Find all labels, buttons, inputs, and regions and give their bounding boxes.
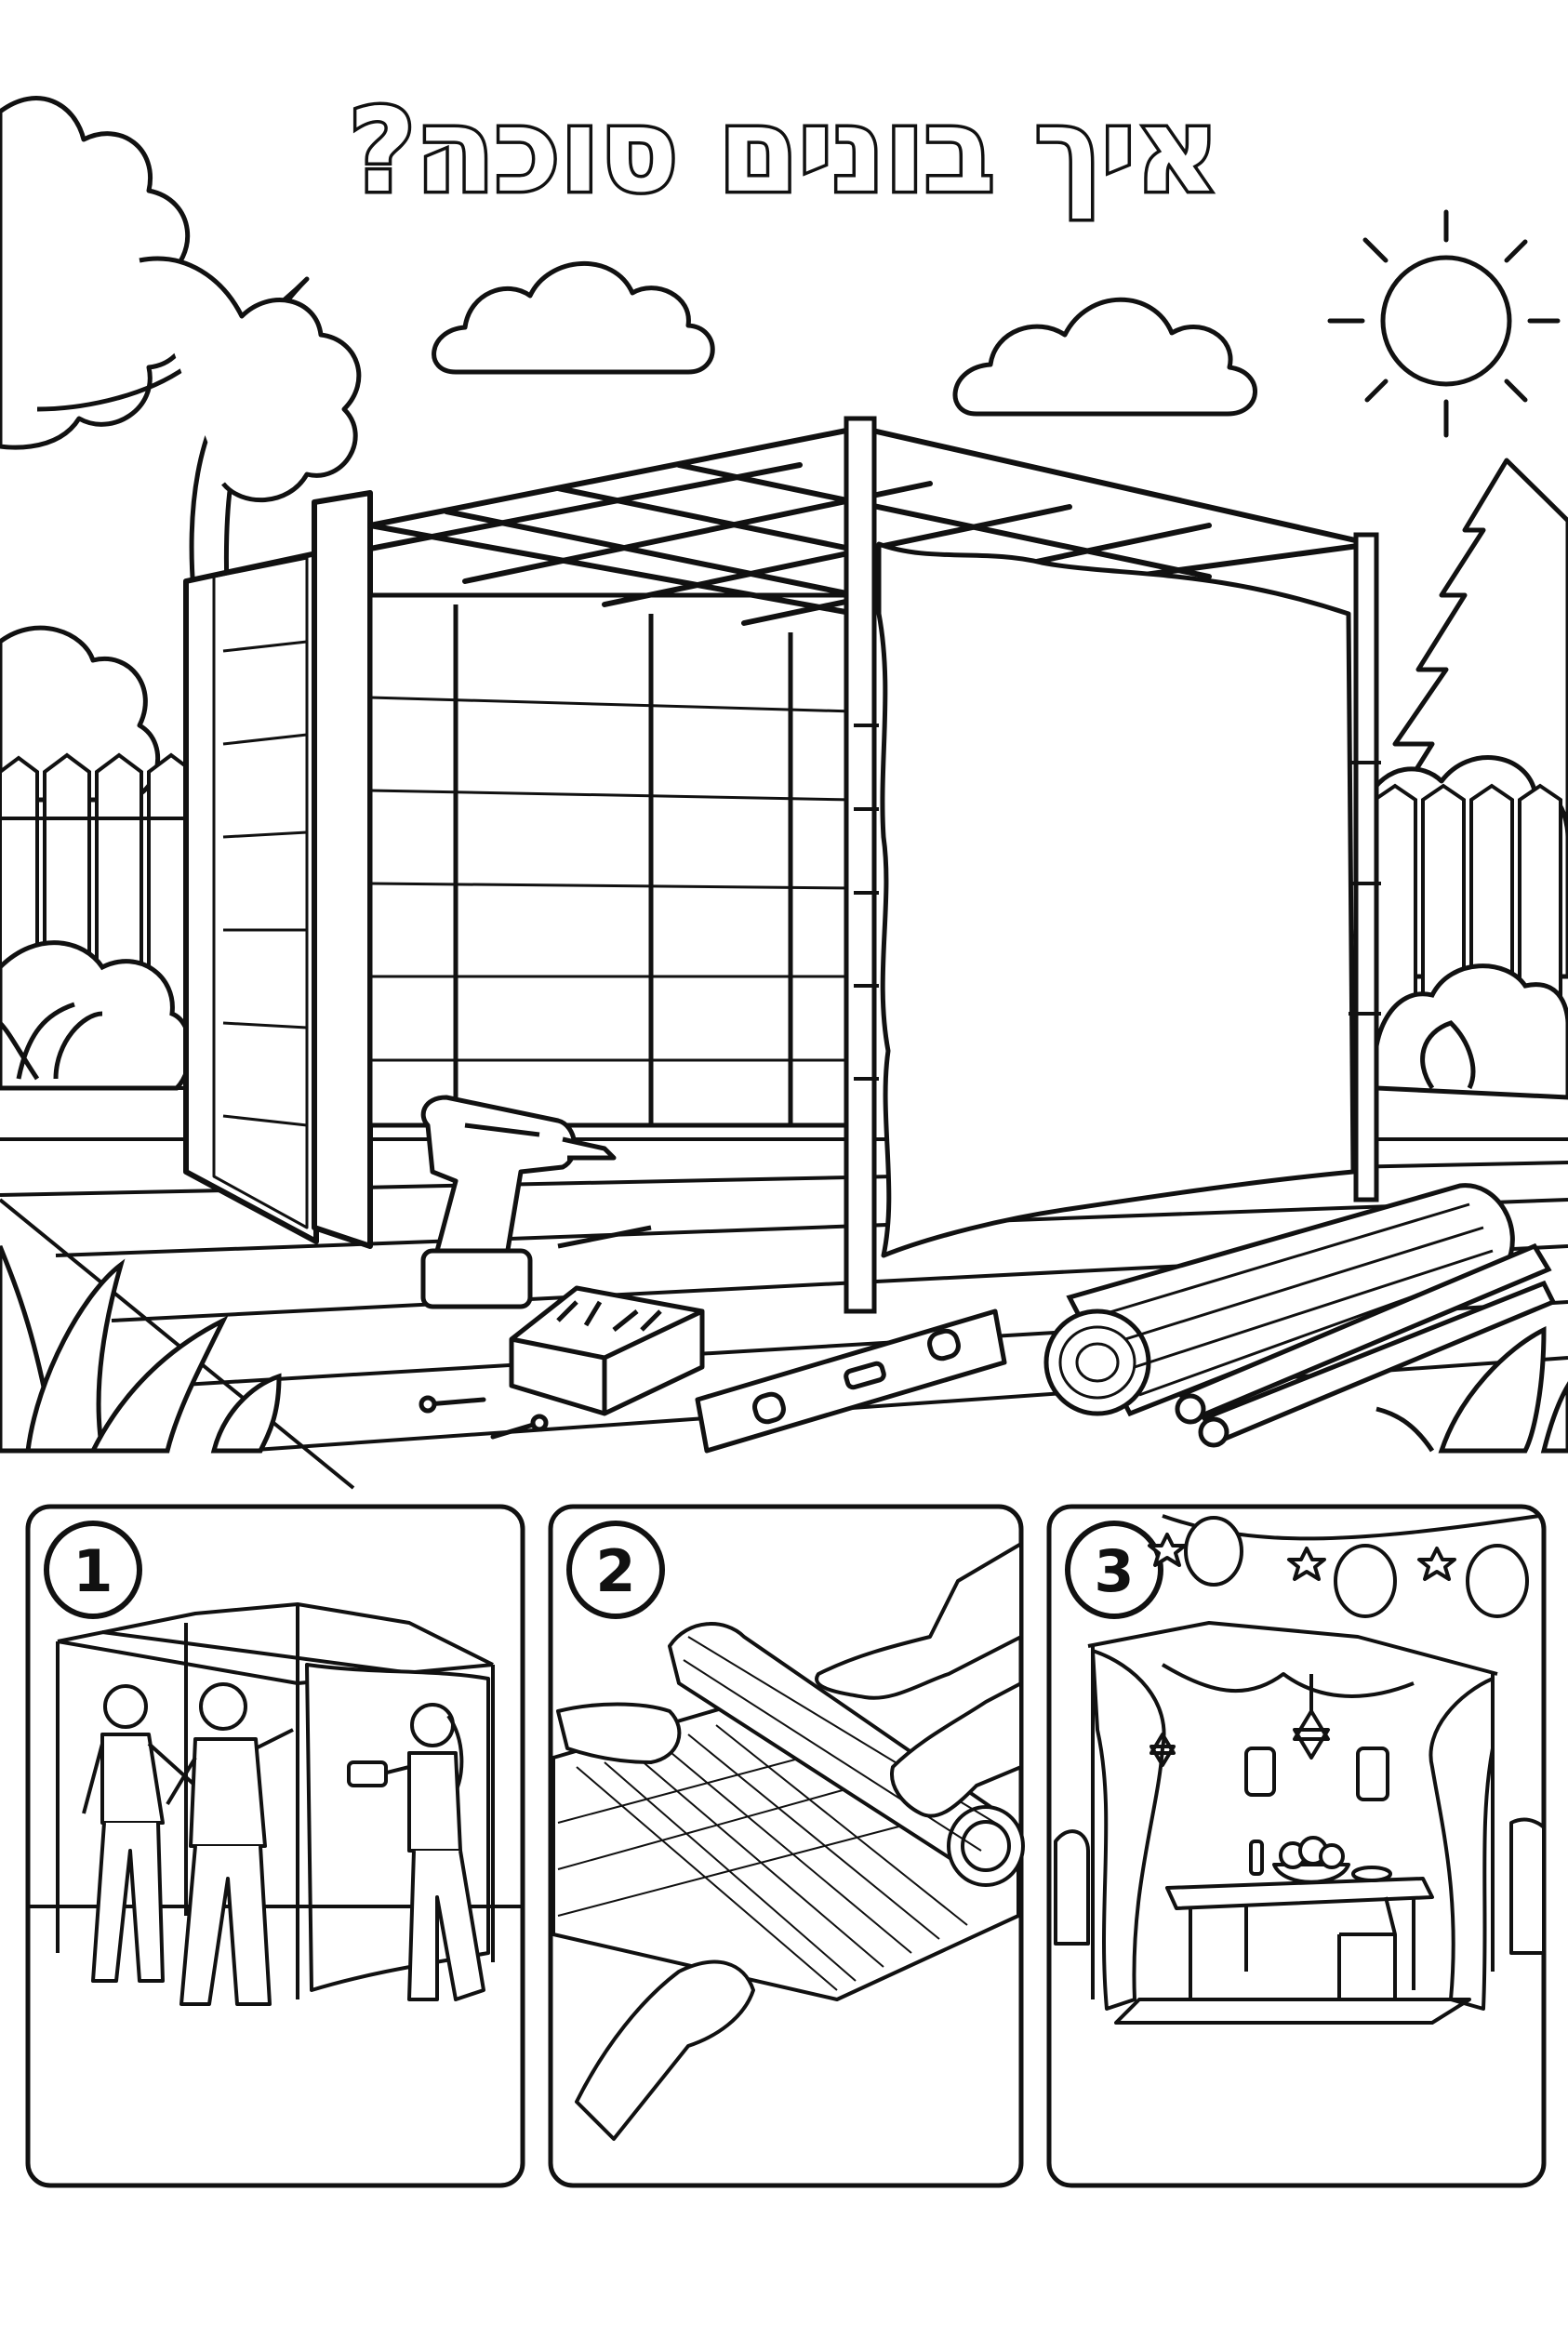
- cloud-left-icon: [432, 260, 715, 375]
- step-number-badge: [566, 1521, 665, 1619]
- wooden-wall-panel: [183, 490, 373, 1249]
- bamboo-poles-icon: [1175, 1242, 1557, 1448]
- step-panel-2: 2: [548, 1504, 1025, 2188]
- plant-right: [1375, 1325, 1568, 1454]
- step-panel-3: 3: [1046, 1504, 1547, 2188]
- step-number: 1: [73, 1537, 113, 1605]
- step-number-badge: [44, 1521, 142, 1619]
- bush-left: [0, 940, 193, 1091]
- people-assembling-frame-icon: [28, 1602, 523, 2006]
- cloud-right-icon: [952, 297, 1257, 417]
- plant-left: [0, 1245, 282, 1454]
- step-panel-1: 1: [25, 1504, 525, 2188]
- page-title: איך בונים סוכה?: [349, 85, 1219, 219]
- power-drill-icon: [420, 1095, 617, 1309]
- hands-rolling-schach-mat-icon: [551, 1542, 1025, 2141]
- step-number: 3: [1094, 1537, 1134, 1605]
- screws-icon: [419, 1395, 549, 1440]
- step-number-badge: [1065, 1521, 1163, 1619]
- bush-right: [1372, 963, 1568, 1100]
- decorated-sukkah-with-table-icon: [1054, 1514, 1546, 2025]
- sun-icon: [1327, 209, 1561, 438]
- screw-box-icon: [509, 1285, 705, 1416]
- fabric-wall: [854, 541, 1381, 1258]
- back-wall: [367, 592, 857, 1128]
- step-number: 2: [595, 1537, 635, 1605]
- spirit-level-icon: [695, 1308, 1007, 1454]
- sukkah-poles: [557, 416, 1379, 1314]
